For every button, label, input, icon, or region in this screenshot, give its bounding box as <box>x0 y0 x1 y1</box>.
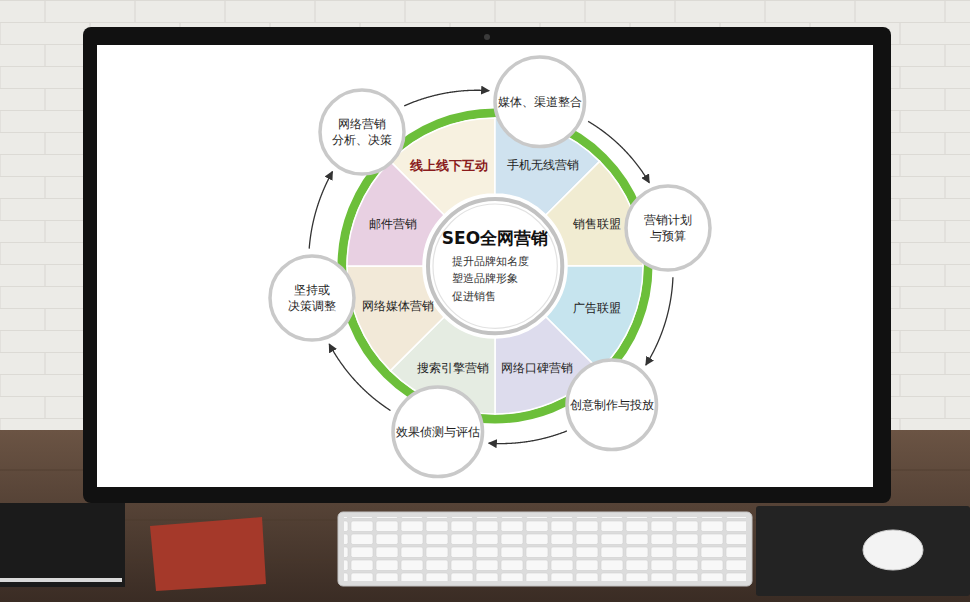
core-inner-ring <box>433 204 557 328</box>
core-circle: SEO全网营销提升品牌知名度 塑造品牌形象 促进销售 <box>426 197 564 335</box>
channel-label: 广告联盟 <box>573 300 621 316</box>
segment-shape <box>347 266 444 371</box>
step-label: 媒体、渠道整合 <box>498 94 582 110</box>
channel-label: 搜索引擎营销 <box>417 360 489 376</box>
channel-segment: 搜索引擎营销 <box>413 356 493 380</box>
channel-label: 邮件营销 <box>369 216 417 232</box>
segment-shape <box>495 118 600 215</box>
red-notebook <box>150 517 266 591</box>
mouse <box>863 530 923 570</box>
book-pages <box>0 578 122 582</box>
channel-label: 手机无线营销 <box>507 157 579 173</box>
channel-segment: 邮件营销 <box>365 212 421 236</box>
core-title: SEO全网营销 <box>442 227 548 250</box>
cycle-arrow <box>646 277 673 365</box>
step-circle: 网络营销 分析、决策 <box>318 88 406 176</box>
green-ring <box>342 113 648 419</box>
segment-shape <box>390 317 495 414</box>
segment-shape <box>546 266 643 371</box>
core-goals: 提升品牌知名度 塑造品牌形象 促进销售 <box>452 253 538 306</box>
keyboard-keys <box>344 517 746 581</box>
step-circle: 媒体、渠道整合 <box>493 55 587 149</box>
channel-label: 网络媒体营销 <box>362 298 434 314</box>
mouse-mat <box>756 506 970 596</box>
channel-label: 网络口碑营销 <box>501 360 573 376</box>
channel-segment: 线上线下互动 <box>406 154 492 179</box>
step-label: 营销计划 与预算 <box>635 212 701 244</box>
step-label: 网络营销 分析、决策 <box>329 116 395 148</box>
channel-segment: 销售联盟 <box>569 212 625 236</box>
channel-label: 线上线下互动 <box>410 158 488 175</box>
circle-shape <box>626 186 710 270</box>
circle-shape <box>567 360 657 450</box>
channel-segment: 网络媒体营销 <box>358 294 438 318</box>
channel-label: 销售联盟 <box>573 216 621 232</box>
black-book <box>0 503 125 587</box>
step-circle: 效果侦测与评估 <box>391 385 485 479</box>
circle-outline <box>624 184 712 272</box>
circle-shape <box>270 256 354 340</box>
circle-shape <box>495 57 585 147</box>
circle-shape <box>320 90 404 174</box>
segment-shape <box>390 118 495 215</box>
segment-shape <box>495 317 600 414</box>
step-label: 效果侦测与评估 <box>396 424 480 440</box>
cycle-arrow <box>489 431 567 444</box>
monitor-screen <box>97 45 873 487</box>
step-label: 创意制作与投放 <box>570 397 654 413</box>
cycle-arrow <box>309 172 332 249</box>
webcam <box>484 34 490 40</box>
cycle-arrow <box>404 90 489 106</box>
circle-shape <box>393 387 483 477</box>
channel-segment: 广告联盟 <box>569 296 625 320</box>
cycle-arrow <box>588 121 649 182</box>
core-shape <box>428 199 562 333</box>
cycle-arrow <box>329 344 390 411</box>
circle-outline <box>268 254 356 342</box>
segment-shape <box>347 161 444 266</box>
circle-outline <box>318 88 406 176</box>
step-circle: 营销计划 与预算 <box>624 184 712 272</box>
keyboard <box>338 512 752 586</box>
step-label: 坚持或 决策调整 <box>279 282 345 314</box>
monitor-bezel <box>83 27 891 503</box>
channel-segment: 手机无线营销 <box>503 153 583 177</box>
step-circle: 创意制作与投放 <box>565 358 659 452</box>
step-circle: 坚持或 决策调整 <box>268 254 356 342</box>
channel-segment: 网络口碑营销 <box>497 356 577 380</box>
segment-shape <box>546 161 643 266</box>
